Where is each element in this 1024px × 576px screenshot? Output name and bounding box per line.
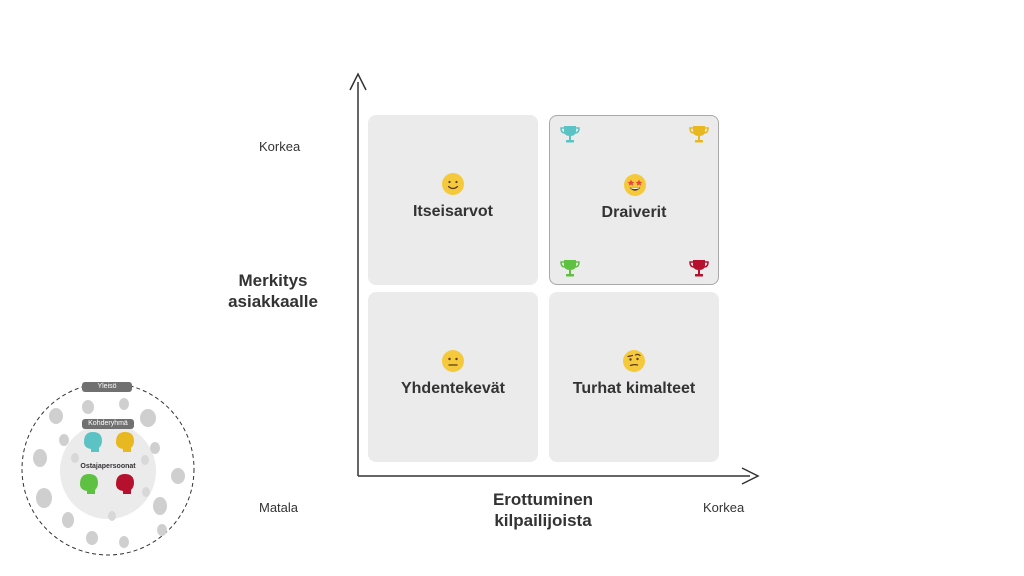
buyer-personas-label: Ostajapersoonat: [80, 463, 136, 470]
teal-trophy-icon: [560, 126, 580, 143]
x-axis-arrowhead: [741, 467, 760, 485]
quadrant-draiverit: Draiverit: [549, 115, 719, 285]
y-axis-title-line2: asiakkaalle: [228, 292, 318, 311]
red-persona-head: [116, 474, 134, 494]
neutral-face-icon: [442, 350, 464, 372]
yellow-persona-head: [116, 432, 134, 452]
x-axis-title: Erottuminen kilpailijoista: [470, 489, 616, 531]
target-group-circle: [60, 423, 156, 519]
x-axis-title-line1: Erottuminen: [492, 490, 594, 509]
y-axis-arrowhead: [349, 72, 367, 91]
teal-persona-head: [84, 432, 102, 452]
quadrant-label: Yhdentekevät: [400, 380, 506, 397]
star-struck-face-icon: [624, 174, 646, 196]
y-axis-title-line1: Merkitys: [238, 271, 308, 290]
audience-heads: [33, 398, 185, 548]
red-trophy-icon: [689, 260, 709, 277]
skeptical-face-icon: [623, 350, 645, 372]
audience-label: Yleisö: [82, 382, 132, 392]
quadrant-yhdentekevat: Yhdentekevät: [368, 292, 538, 462]
persona-diagram-graphic: [21, 382, 195, 556]
green-trophy-icon: [560, 260, 580, 277]
smiling-face-icon: [442, 173, 464, 195]
yellow-trophy-icon: [689, 126, 709, 143]
persona-diagram: Yleisö Kohderyhmä Ostajapersoonat: [20, 380, 198, 558]
x-axis-high-label: Korkea: [703, 500, 745, 515]
y-axis-high-label: Korkea: [259, 139, 301, 154]
quadrant-label: Itseisarvot: [412, 203, 494, 220]
quadrant-label: Turhat kimalteet: [572, 380, 696, 397]
y-axis-low-label: Matala: [259, 500, 299, 515]
quadrant-label: Draiverit: [601, 204, 667, 221]
quadrant-itseisarvot: Itseisarvot: [368, 115, 538, 285]
target-group-label: Kohderyhmä: [82, 419, 134, 429]
quadrant-turhat-kimalteet: Turhat kimalteet: [549, 292, 719, 462]
x-axis-title-line2: kilpailijoista: [494, 511, 592, 530]
y-axis-title: Merkitys asiakkaalle: [200, 270, 346, 312]
green-persona-head: [80, 474, 98, 494]
target-group-heads: [71, 453, 150, 521]
